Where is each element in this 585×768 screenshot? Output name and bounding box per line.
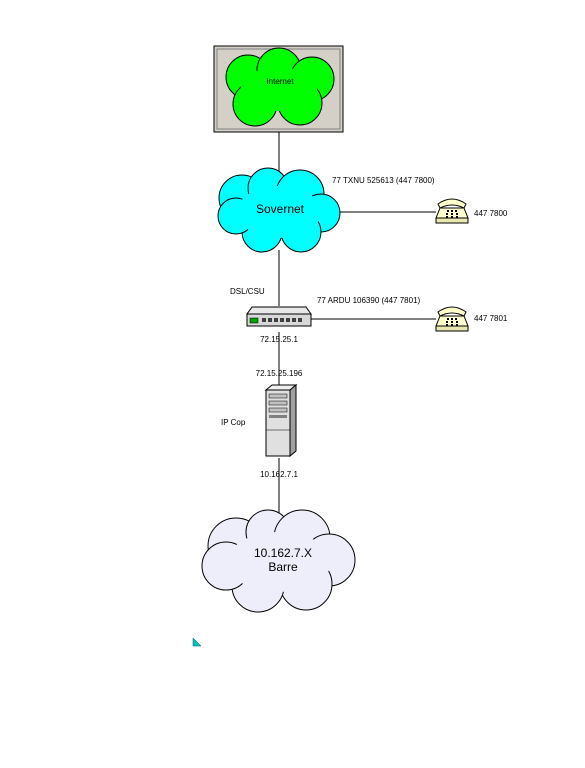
ipcop-inner-ip: 10.162.7.1 [260,470,298,479]
ipcop-label: IP Cop [221,418,246,427]
telephone-icon [435,198,469,224]
dsl-csu-node: DSL/CSU 72.15.25.1 [230,287,312,344]
barre-site-label: Barre [268,560,298,574]
phone-1-number: 447 7800 [474,209,508,218]
sovernet-cloud-icon [217,167,341,253]
telephone-icon [435,306,469,332]
internet-label: Internet [266,77,294,86]
phone-2-number: 447 7801 [474,314,508,323]
barre-node: 10.162.7.X Barre [201,509,356,613]
dsl-label: DSL/CSU [230,287,265,296]
triangle-marker-icon [192,637,202,647]
server-tower-icon [264,383,298,458]
barre-subnet-label: 10.162.7.X [254,546,312,560]
sovernet-label: Sovernet [256,202,305,216]
internet-cloud-icon [225,47,335,127]
sovernet-node: Sovernet [217,167,341,253]
connection-lines [278,132,436,521]
ipcop-node: 72.15.25.196 IP Cop 10.162.7.1 [221,369,303,479]
telephone-1: 447 7800 [435,198,508,224]
ipcop-outer-ip: 72.15.25.196 [256,369,303,378]
dsl-modem-icon [246,306,312,327]
barre-cloud-icon [201,509,356,613]
dsl-ip: 72.15.25.1 [260,335,298,344]
circuit-2-label: 77 ARDU 106390 (447 7801) [317,296,421,305]
circuit-1-label: 77 TXNU 525613 (447 7800) [332,176,435,185]
telephone-2: 447 7801 [435,306,508,332]
internet-node: Internet [213,45,344,133]
